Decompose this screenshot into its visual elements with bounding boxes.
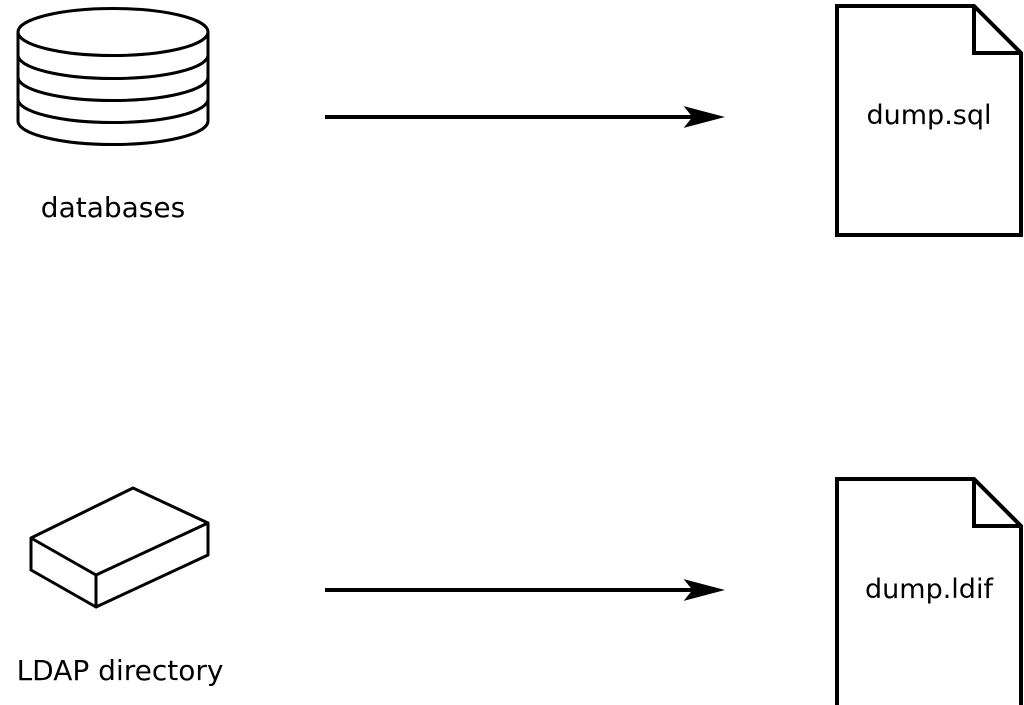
dump-sql-filename: dump.sql <box>866 100 992 131</box>
document-icon <box>835 477 1023 705</box>
right-arrow-icon <box>325 106 725 128</box>
right-arrow-icon <box>325 579 725 601</box>
document-icon <box>835 4 1023 237</box>
databases-label: databases <box>40 191 186 224</box>
database-cylinder-icon <box>16 7 210 146</box>
box-icon <box>29 486 210 609</box>
ldap-directory-label: LDAP directory <box>16 654 224 687</box>
dump-ldif-filename: dump.ldif <box>865 574 993 605</box>
